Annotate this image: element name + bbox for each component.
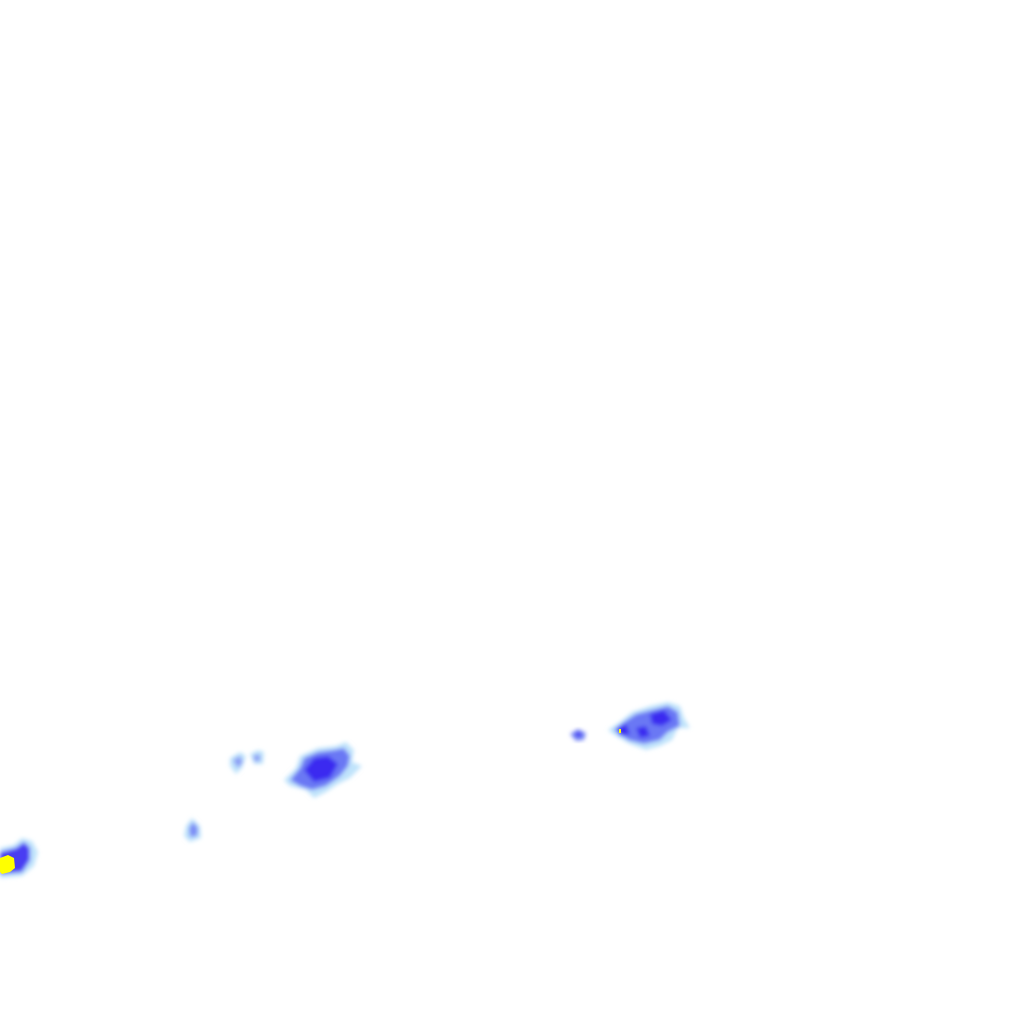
cell-pair-north [230, 750, 264, 774]
cell-small-west [184, 818, 201, 842]
cell-central [284, 742, 362, 798]
cell-east [608, 702, 690, 750]
cell-small-east [570, 729, 586, 741]
intense-core [0, 855, 15, 874]
east-intense-dot [619, 729, 621, 733]
